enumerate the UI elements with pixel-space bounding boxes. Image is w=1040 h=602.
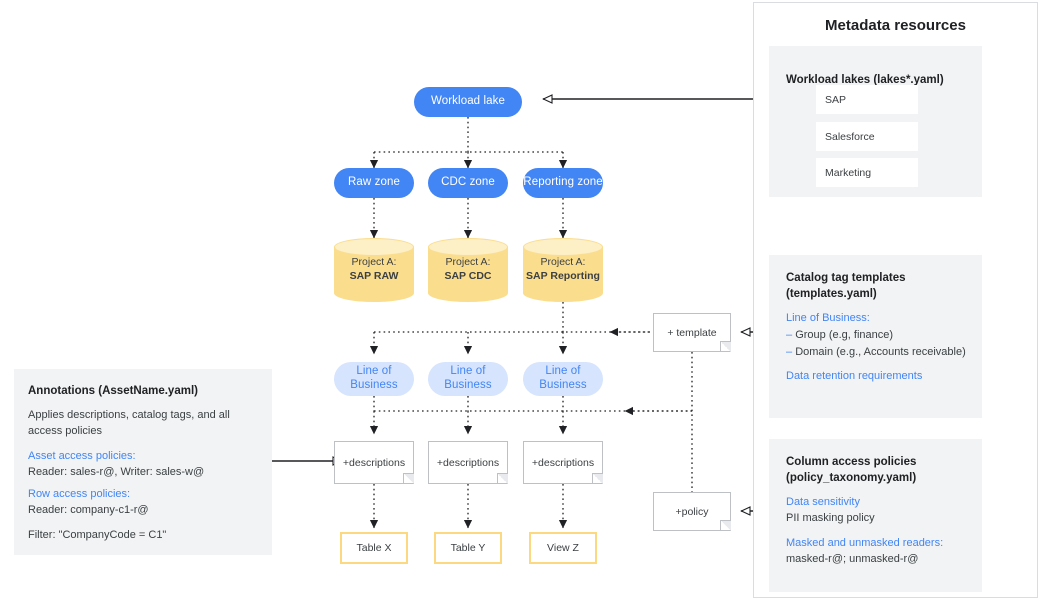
catalog-tag-templates-box: Catalog tag templates (templates.yaml) L…	[769, 255, 982, 418]
project-label: Project A:	[351, 256, 397, 269]
project-label: Project A:	[445, 256, 491, 269]
annotations-title: Annotations (AssetName.yaml)	[28, 385, 198, 397]
descriptions-label: +descriptions	[436, 456, 500, 469]
line-of-business-label: Line of Business:	[786, 312, 870, 325]
descriptions-label: +descriptions	[342, 456, 406, 469]
node-zone-raw[interactable]: Raw zone	[334, 168, 414, 198]
node-project-sap-cdc[interactable]: Project A: SAP CDC	[428, 238, 508, 302]
template-note-label: + template	[667, 326, 717, 339]
row-access-policies-label: Row access policies:	[28, 487, 131, 500]
masked-readers-value: masked-r@; unmasked-r@	[786, 553, 919, 565]
lake-item-sap[interactable]: SAP	[816, 85, 918, 114]
row-access-policies-value: Reader: company-c1-r@	[28, 503, 149, 516]
node-template-note[interactable]: + template	[653, 313, 731, 352]
column-access-policies-box: Column access policies (policy_taxonomy.…	[769, 439, 982, 592]
folded-corner-icon	[592, 473, 603, 484]
lake-item-salesforce[interactable]: Salesforce	[816, 122, 918, 151]
node-workload-lake[interactable]: Workload lake	[414, 87, 522, 117]
node-zone-cdc[interactable]: CDC zone	[428, 168, 508, 198]
node-asset-table-x[interactable]: Table X	[340, 532, 408, 564]
annotations-panel: Annotations (AssetName.yaml) Applies des…	[14, 369, 272, 555]
project-name: SAP CDC	[444, 270, 492, 282]
folded-corner-icon	[403, 473, 414, 484]
dash-icon: –	[786, 329, 796, 342]
asset-access-policies-value: Reader: sales-r@, Writer: sales-w@	[28, 465, 205, 478]
node-line-of-business-1[interactable]: Line of Business	[334, 362, 414, 396]
policy-note-label: +policy	[675, 505, 709, 518]
node-descriptions-1[interactable]: +descriptions	[334, 441, 414, 484]
data-sensitivity-label: Data sensitivity	[786, 496, 860, 509]
data-retention-requirements: Data retention requirements	[786, 370, 923, 383]
cylinder-top	[428, 238, 508, 256]
cylinder-top	[523, 238, 603, 256]
node-descriptions-3[interactable]: +descriptions	[523, 441, 603, 484]
project-name: SAP Reporting	[526, 270, 600, 282]
node-line-of-business-3[interactable]: Line of Business	[523, 362, 603, 396]
dash-icon: –	[786, 345, 796, 358]
metadata-resources-title: Metadata resources	[825, 17, 966, 34]
data-sensitivity-value: PII masking policy	[786, 512, 875, 525]
node-descriptions-2[interactable]: +descriptions	[428, 441, 508, 484]
project-name: SAP RAW	[349, 270, 399, 282]
cylinder-top	[334, 238, 414, 256]
column-policies-title-2: (policy_taxonomy.yaml)	[786, 472, 917, 485]
node-project-sap-raw[interactable]: Project A: SAP RAW	[334, 238, 414, 302]
catalog-bullet-domain: – Domain (e.g., Accounts receivable)	[786, 345, 966, 358]
node-policy-note[interactable]: +policy	[653, 492, 731, 531]
annotations-filter: Filter: "CompanyCode = C1"	[28, 528, 167, 541]
lake-item-marketing[interactable]: Marketing	[816, 158, 918, 187]
catalog-templates-title-2: (templates.yaml)	[786, 288, 877, 301]
project-label: Project A:	[540, 256, 586, 269]
folded-corner-icon	[720, 520, 731, 531]
catalog-bullet-group: – Group (e.g, finance)	[786, 329, 894, 342]
masked-readers-label: Masked and unmasked readers:	[786, 537, 944, 550]
node-project-sap-reporting[interactable]: Project A: SAP Reporting	[523, 238, 603, 302]
annotations-intro: Applies descriptions, catalog tags, and …	[28, 409, 230, 438]
workload-lakes-title: Workload lakes (lakes*.yaml)	[786, 73, 944, 86]
node-asset-view-z[interactable]: View Z	[529, 532, 597, 564]
descriptions-label: +descriptions	[531, 456, 595, 469]
folded-corner-icon	[720, 341, 731, 352]
node-zone-reporting[interactable]: Reporting zone	[523, 168, 603, 198]
catalog-templates-title-1: Catalog tag templates	[786, 272, 906, 284]
node-asset-table-y[interactable]: Table Y	[434, 532, 502, 564]
folded-corner-icon	[497, 473, 508, 484]
node-line-of-business-2[interactable]: Line of Business	[428, 362, 508, 396]
asset-access-policies-label: Asset access policies:	[28, 449, 136, 462]
column-policies-title-1: Column access policies	[786, 456, 917, 468]
